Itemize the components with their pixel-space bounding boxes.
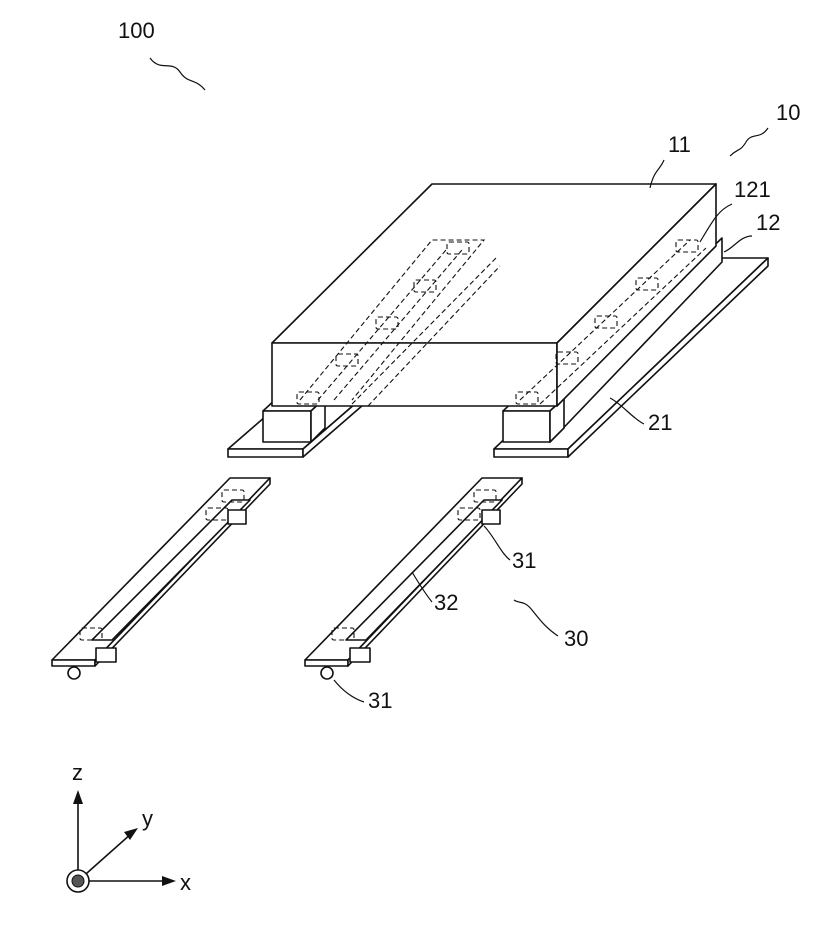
- origin-dot: [72, 875, 84, 887]
- strip-right-core: [346, 500, 502, 640]
- strip-right-block-bottom: [350, 648, 370, 662]
- label-32: 32: [434, 590, 458, 615]
- coordinate-axes: z y x: [67, 760, 191, 895]
- axis-label-y: y: [142, 806, 153, 831]
- body-front-face: [272, 343, 557, 406]
- label-10: 10: [776, 100, 800, 125]
- leader-12: [724, 236, 752, 252]
- strip-left-block-bottom: [96, 648, 116, 662]
- leader-31-bottom: [334, 680, 364, 702]
- axis-label-x: x: [180, 870, 191, 895]
- label-31-top: 31: [512, 548, 536, 573]
- strip-left-block-top: [228, 510, 246, 524]
- leader-10: [730, 128, 768, 156]
- strip-right-block-top: [482, 510, 500, 524]
- leader-100: [150, 58, 205, 90]
- strip-right-terminal: [321, 667, 333, 679]
- axis-label-z: z: [72, 760, 83, 785]
- connector-strip-right: [305, 478, 522, 679]
- label-30: 30: [564, 626, 588, 651]
- strip-left-terminal: [68, 667, 80, 679]
- label-11: 11: [668, 132, 691, 157]
- x-arrowhead: [162, 876, 176, 886]
- label-12: 12: [756, 210, 780, 235]
- label-100: 100: [118, 18, 155, 43]
- z-arrowhead: [73, 790, 83, 804]
- label-121: 121: [734, 177, 771, 202]
- leader-30: [514, 600, 558, 636]
- connector-strip-left: [52, 478, 270, 679]
- label-31-bottom: 31: [368, 688, 392, 713]
- strip-left-core: [92, 500, 250, 640]
- leader-31-top: [484, 526, 510, 560]
- label-21: 21: [648, 410, 672, 435]
